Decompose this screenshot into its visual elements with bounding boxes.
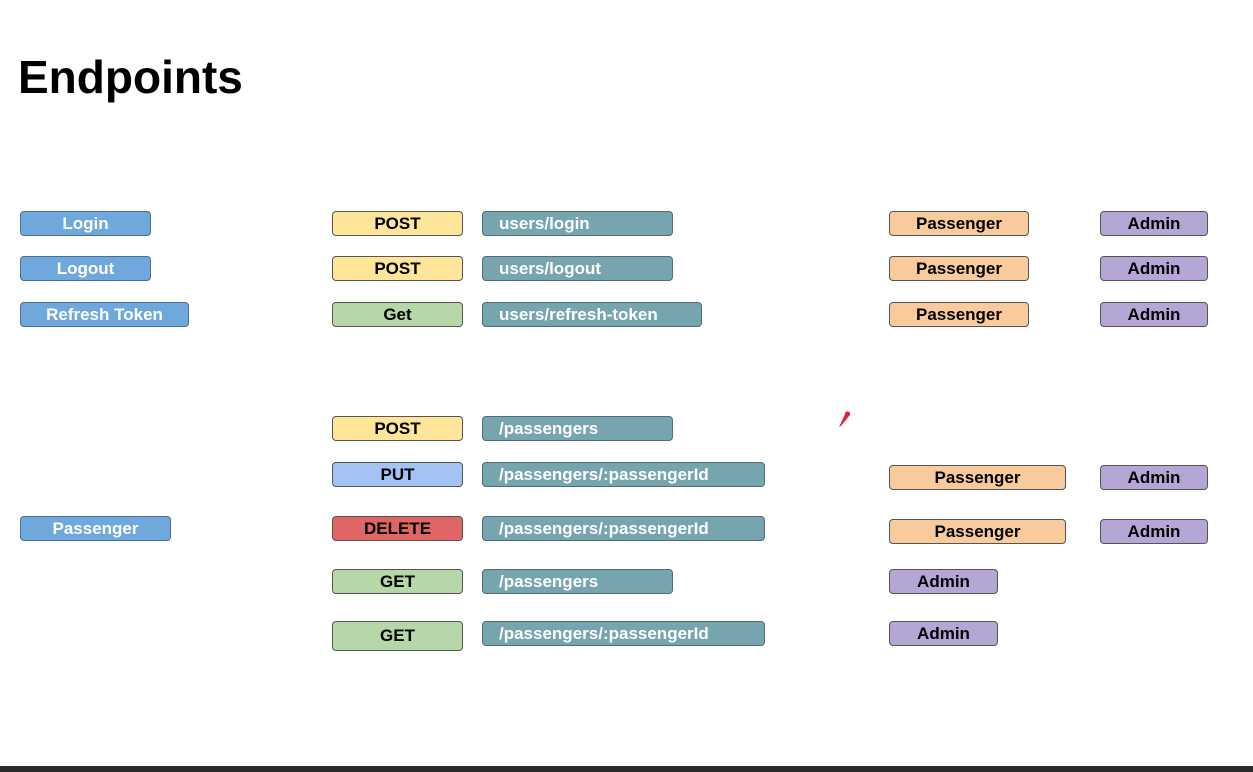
page-title: Endpoints (18, 51, 243, 103)
role-badge-admin: Admin (1100, 302, 1208, 327)
role-badge-passenger: Passenger (889, 465, 1066, 490)
method-badge-post: POST (332, 211, 463, 236)
role-badge-passenger: Passenger (889, 519, 1066, 544)
method-badge-delete: DELETE (332, 516, 463, 541)
pen-cursor-icon (839, 411, 851, 427)
role-badge-admin: Admin (889, 569, 998, 594)
endpoint-path: users/logout (482, 256, 673, 281)
bottom-bar (0, 766, 1253, 772)
group-passenger: Passenger (20, 516, 171, 541)
method-badge-post: POST (332, 256, 463, 281)
method-badge-get: GET (332, 569, 463, 594)
role-badge-passenger: Passenger (889, 211, 1029, 236)
group-logout: Logout (20, 256, 151, 281)
method-badge-get: Get (332, 302, 463, 327)
role-badge-admin: Admin (889, 621, 998, 646)
role-badge-admin: Admin (1100, 519, 1208, 544)
method-badge-put: PUT (332, 462, 463, 487)
endpoint-path: /passengers/:passengerId (482, 462, 765, 487)
endpoint-path: /passengers/:passengerId (482, 621, 765, 646)
role-badge-passenger: Passenger (889, 256, 1029, 281)
endpoint-path: users/login (482, 211, 673, 236)
role-badge-admin: Admin (1100, 256, 1208, 281)
endpoint-path: /passengers/:passengerId (482, 516, 765, 541)
role-badge-admin: Admin (1100, 211, 1208, 236)
endpoint-path: users/refresh-token (482, 302, 702, 327)
group-login: Login (20, 211, 151, 236)
method-badge-post: POST (332, 416, 463, 441)
group-refresh-token: Refresh Token (20, 302, 189, 327)
endpoint-path: /passengers (482, 416, 673, 441)
method-badge-get: GET (332, 621, 463, 651)
endpoint-path: /passengers (482, 569, 673, 594)
role-badge-passenger: Passenger (889, 302, 1029, 327)
role-badge-admin: Admin (1100, 465, 1208, 490)
